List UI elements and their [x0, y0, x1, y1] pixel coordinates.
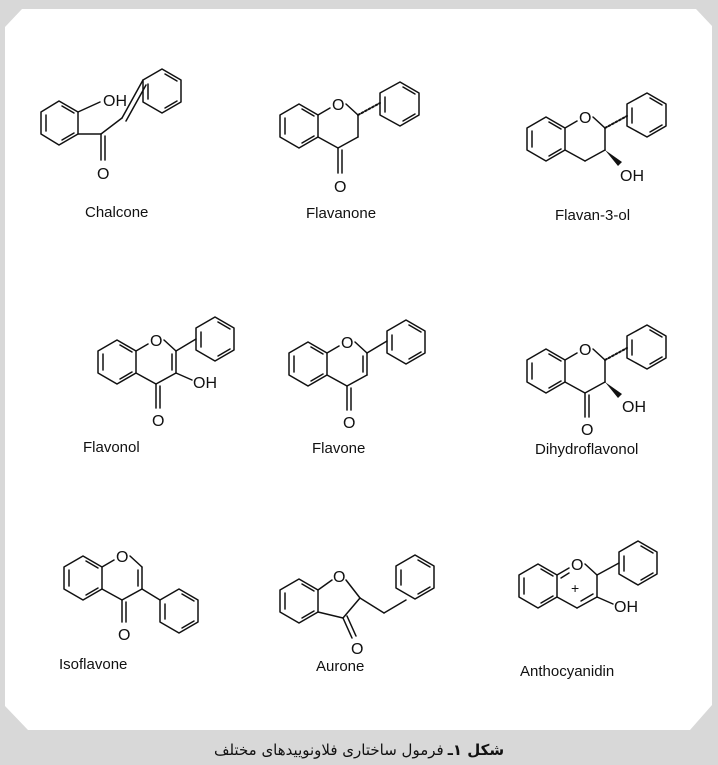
- aurone-carbonyl-o: O: [351, 641, 363, 658]
- flavan3ol-oh-label: OH: [620, 168, 644, 185]
- flavonol-oh-label: OH: [193, 375, 217, 392]
- compound-name-chalcone: Chalcone: [85, 204, 148, 221]
- flavanone-carbonyl-o: O: [334, 179, 346, 196]
- compound-name-flavone: Flavone: [312, 440, 365, 457]
- flavan3ol-ring-o: O: [579, 110, 591, 127]
- aurone-ring-o: O: [333, 569, 345, 586]
- flavonol-structure: [97, 316, 235, 409]
- flavone-ring-o: O: [341, 335, 353, 352]
- figure-caption-text: فرمول ساختاری فلاونوییدهای مختلف: [213, 740, 444, 759]
- flavone-structure: [288, 319, 426, 411]
- dihydroflavonol-carbonyl-o: O: [581, 422, 593, 439]
- anthocyanidin-structure: [518, 540, 658, 609]
- figure-number: شکل ۱ـ: [447, 740, 505, 759]
- anthocyanidin-charge: +: [571, 580, 579, 596]
- compound-name-dihydroflavonol: Dihydroflavonol: [535, 441, 638, 458]
- figure-caption: شکل ۱ـ فرمول ساختاری فلاونوییدهای مختلف: [0, 734, 718, 765]
- chalcone-oh-label: OH: [103, 93, 127, 110]
- compound-name-aurone: Aurone: [316, 658, 364, 675]
- dihydroflavonol-structure: [526, 324, 667, 418]
- flavonol-ring-o: O: [150, 333, 162, 350]
- flavanone-ring-o: O: [332, 97, 344, 114]
- chalcone-structure: [40, 68, 182, 161]
- anthocyanidin-ring-o: O: [571, 557, 583, 574]
- isoflavone-carbonyl-o: O: [118, 627, 130, 644]
- compound-name-flavonol: Flavonol: [83, 439, 140, 456]
- flavan3ol-structure: [526, 92, 667, 162]
- compound-name-flavan3ol: Flavan-3-ol: [555, 207, 630, 224]
- compound-name-isoflavone: Isoflavone: [59, 656, 127, 673]
- dihydroflavonol-oh-label: OH: [622, 399, 646, 416]
- isoflavone-structure: [63, 555, 199, 634]
- flavone-carbonyl-o: O: [343, 415, 355, 432]
- flavanone-structure: [279, 81, 420, 174]
- compound-name-anthocyanidin: Anthocyanidin: [520, 663, 614, 680]
- aurone-structure: [279, 554, 435, 639]
- anthocyanidin-oh-label: OH: [614, 599, 638, 616]
- isoflavone-ring-o: O: [116, 549, 128, 566]
- flavonol-carbonyl-o: O: [152, 413, 164, 430]
- dihydroflavonol-ring-o: O: [579, 342, 591, 359]
- chalcone-carbonyl-o: O: [97, 166, 109, 183]
- compound-name-flavanone: Flavanone: [306, 205, 376, 222]
